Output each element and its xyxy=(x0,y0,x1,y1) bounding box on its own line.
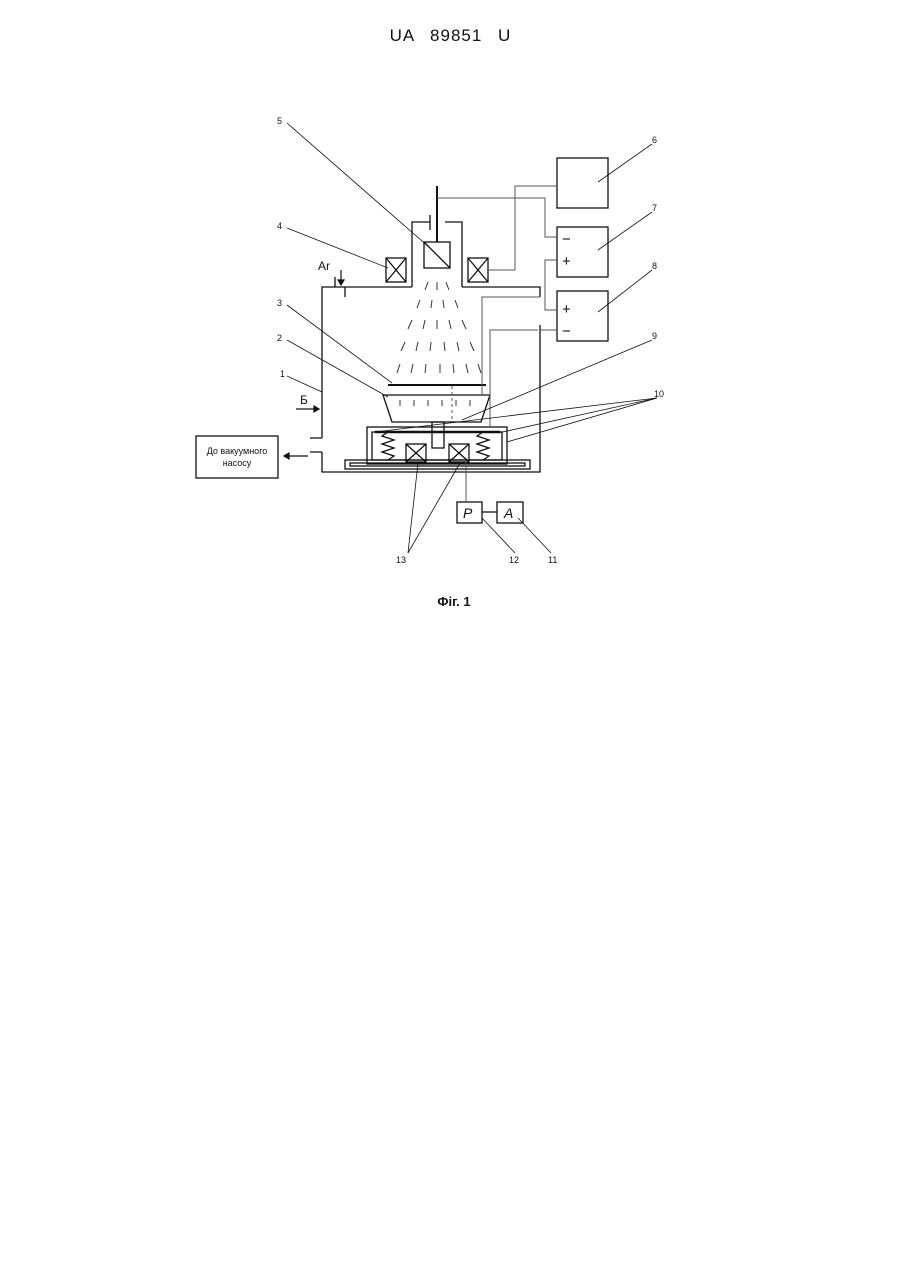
box-a-label: A xyxy=(503,505,513,521)
plasma-stream xyxy=(397,282,481,406)
pump-box-line1: До вакуумного xyxy=(207,446,268,456)
supply-7-top: − xyxy=(562,231,571,248)
supply-8-top: + xyxy=(562,301,571,318)
supply-6 xyxy=(557,158,608,208)
gas-label: Ar xyxy=(318,259,330,273)
label-9: 9 xyxy=(652,331,657,341)
label-7: 7 xyxy=(652,203,657,213)
label-8: 8 xyxy=(652,261,657,271)
box-p-label: P xyxy=(463,505,473,521)
label-3: 3 xyxy=(277,298,282,308)
supply-8-bottom: − xyxy=(562,323,571,340)
label-2: 2 xyxy=(277,333,282,343)
label-13: 13 xyxy=(396,555,406,565)
label-5: 5 xyxy=(277,116,282,126)
label-4: 4 xyxy=(277,221,282,231)
chamber-wall-top-right xyxy=(462,287,540,297)
label-12: 12 xyxy=(509,555,519,565)
label-1: 1 xyxy=(280,369,285,379)
label-11: 11 xyxy=(548,555,557,565)
spring-left xyxy=(382,432,394,460)
crucible-2 xyxy=(383,395,490,422)
label-10: 10 xyxy=(654,389,664,399)
spring-right xyxy=(477,432,489,460)
label-6: 6 xyxy=(652,135,657,145)
pump-port xyxy=(310,438,322,452)
supply-7-bottom: + xyxy=(562,253,571,270)
pump-box-line2: насосу xyxy=(223,458,252,468)
pump-box xyxy=(196,436,278,478)
chamber-wall-left xyxy=(322,287,412,438)
center-post xyxy=(432,422,444,448)
figure-caption: Фіг. 1 xyxy=(437,594,470,609)
arrow-b-label: Б xyxy=(300,393,308,407)
